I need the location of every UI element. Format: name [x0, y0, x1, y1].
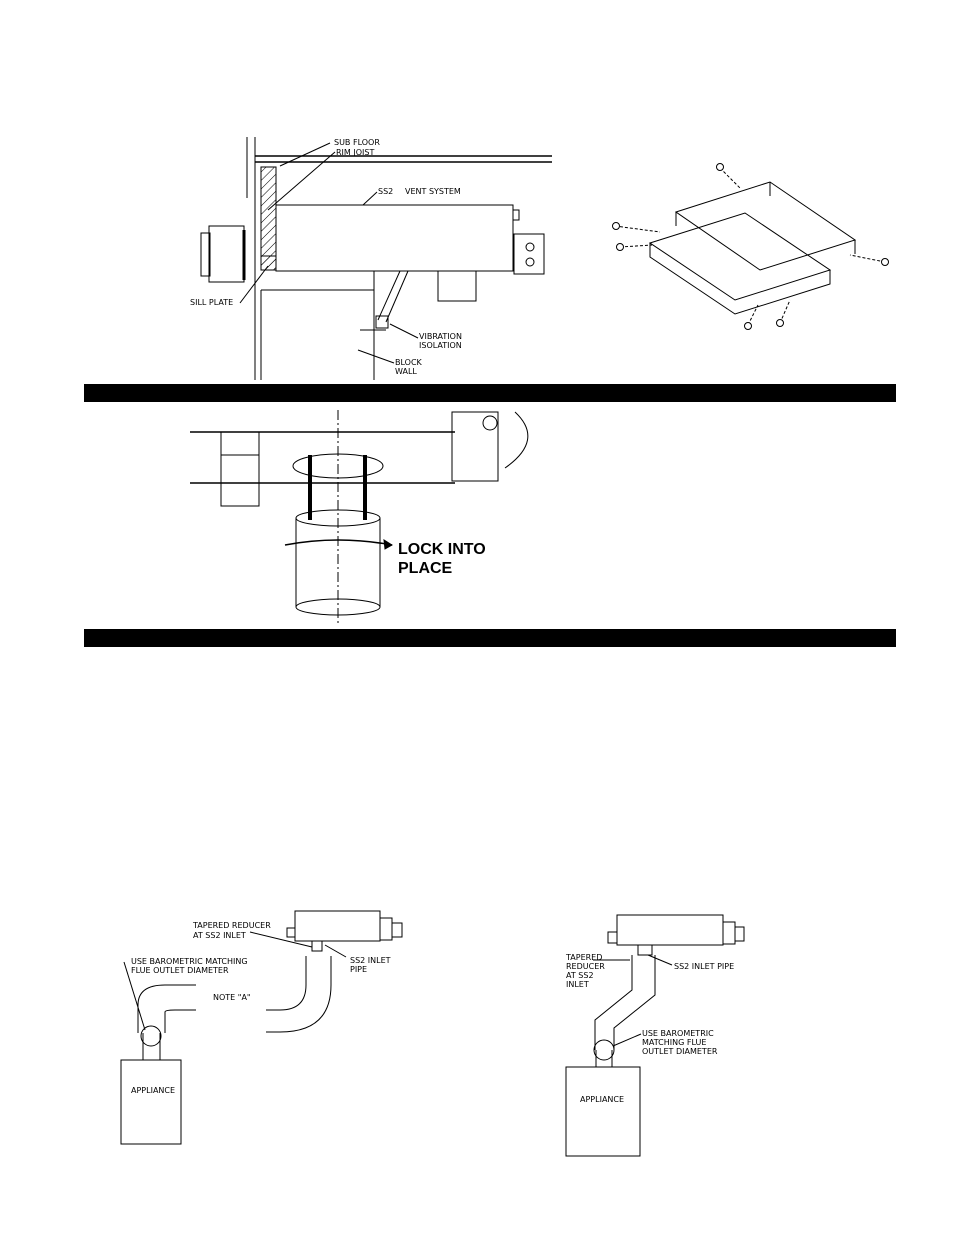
label-rim-joist: RIM JOIST — [336, 148, 374, 157]
label-at-ss2-inlet: AT SS2 INLET — [193, 931, 246, 940]
label-inlet: INLET — [566, 980, 589, 989]
label-appliance: APPLIANCE — [131, 1086, 175, 1095]
label-isolation: ISOLATION — [419, 341, 462, 350]
label-sill-plate: SILL PLATE — [190, 298, 233, 307]
label-reducer: REDUCER — [566, 962, 605, 971]
label-tapered: TAPERED — [565, 953, 602, 962]
label-block: BLOCK — [395, 358, 423, 367]
label-sub-floor: SUB FLOOR — [334, 138, 380, 147]
label-use-barometric: USE BAROMETRIC — [642, 1029, 714, 1038]
label-lock-into: LOCK INTO — [398, 541, 486, 558]
label-place: PLACE — [398, 560, 453, 577]
label-note-a: NOTE "A" — [213, 993, 251, 1002]
label-vent-system-suffix: VENT SYSTEM — [405, 187, 461, 196]
label-matching-flue: MATCHING FLUE — [642, 1038, 706, 1047]
label-pipe: PIPE — [350, 965, 367, 974]
label-ss2-inlet-pipe: SS2 INLET PIPE — [674, 962, 734, 971]
label-flue-outlet-diameter: FLUE OUTLET DIAMETER — [131, 966, 229, 975]
label-ss2-inlet: SS2 INLET — [350, 956, 391, 965]
label-wall: WALL — [395, 367, 417, 376]
separator-bar-bottom — [84, 629, 896, 647]
label-vent-system: SS2 — [378, 187, 393, 196]
label-outlet-diameter: OUTLET DIAMETER — [642, 1047, 718, 1056]
label-vibration: VIBRATION — [419, 332, 462, 341]
separator-bar-top — [84, 384, 896, 402]
label-appliance: APPLIANCE — [580, 1095, 624, 1104]
label-tapered-reducer: TAPERED REDUCER — [192, 921, 271, 930]
label-use-barometric: USE BAROMETRIC MATCHING — [131, 957, 248, 966]
label-at-ss2: AT SS2 — [566, 971, 594, 980]
